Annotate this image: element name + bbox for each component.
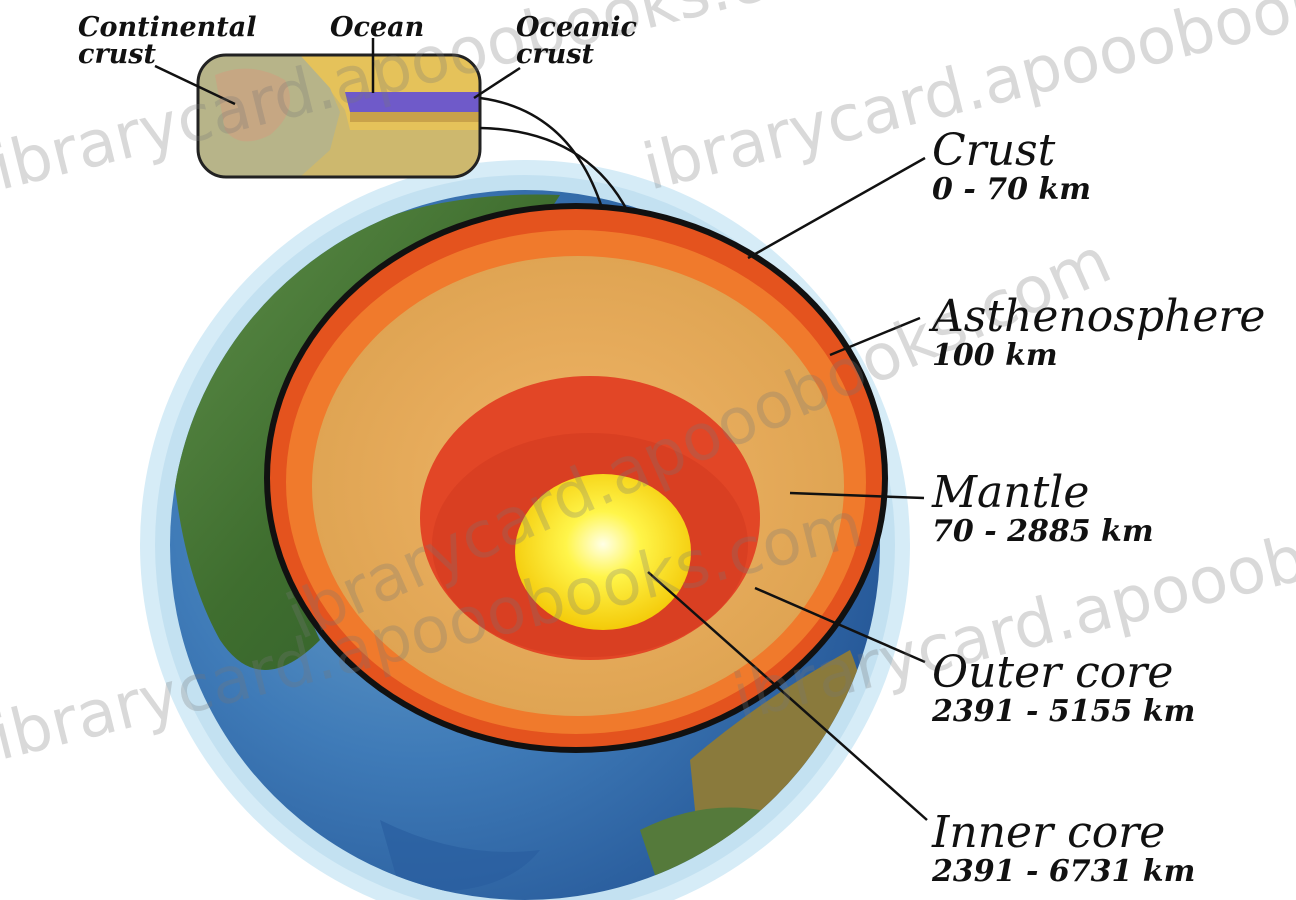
label-ocean-text: Ocean	[330, 12, 424, 43]
label-crust-name: Crust	[932, 128, 1091, 174]
label-asthenosphere-name: Asthenosphere	[932, 294, 1265, 340]
label-mantle-range: 70 - 2885 km	[932, 516, 1154, 548]
label-continental-crust: Continental crust	[78, 14, 257, 68]
label-continental-crust-line2: crust	[78, 39, 156, 70]
label-mantle: Mantle 70 - 2885 km	[932, 470, 1154, 548]
label-oceanic-crust-line2: crust	[516, 39, 594, 70]
label-crust-range: 0 - 70 km	[932, 174, 1091, 206]
label-asthenosphere-range: 100 km	[932, 340, 1265, 372]
label-outer-core: Outer core 2391 - 5155 km	[932, 650, 1195, 728]
label-ocean: Ocean	[330, 14, 424, 41]
label-crust: Crust 0 - 70 km	[932, 128, 1091, 206]
label-inner-core: Inner core 2391 - 6731 km	[932, 810, 1195, 888]
label-outer-core-range: 2391 - 5155 km	[932, 696, 1195, 728]
label-inner-core-name: Inner core	[932, 810, 1195, 856]
label-inner-core-range: 2391 - 6731 km	[932, 856, 1195, 888]
label-outer-core-name: Outer core	[932, 650, 1195, 696]
label-mantle-name: Mantle	[932, 470, 1154, 516]
label-oceanic-crust: Oceanic crust	[516, 14, 637, 68]
label-asthenosphere: Asthenosphere 100 km	[932, 294, 1265, 372]
